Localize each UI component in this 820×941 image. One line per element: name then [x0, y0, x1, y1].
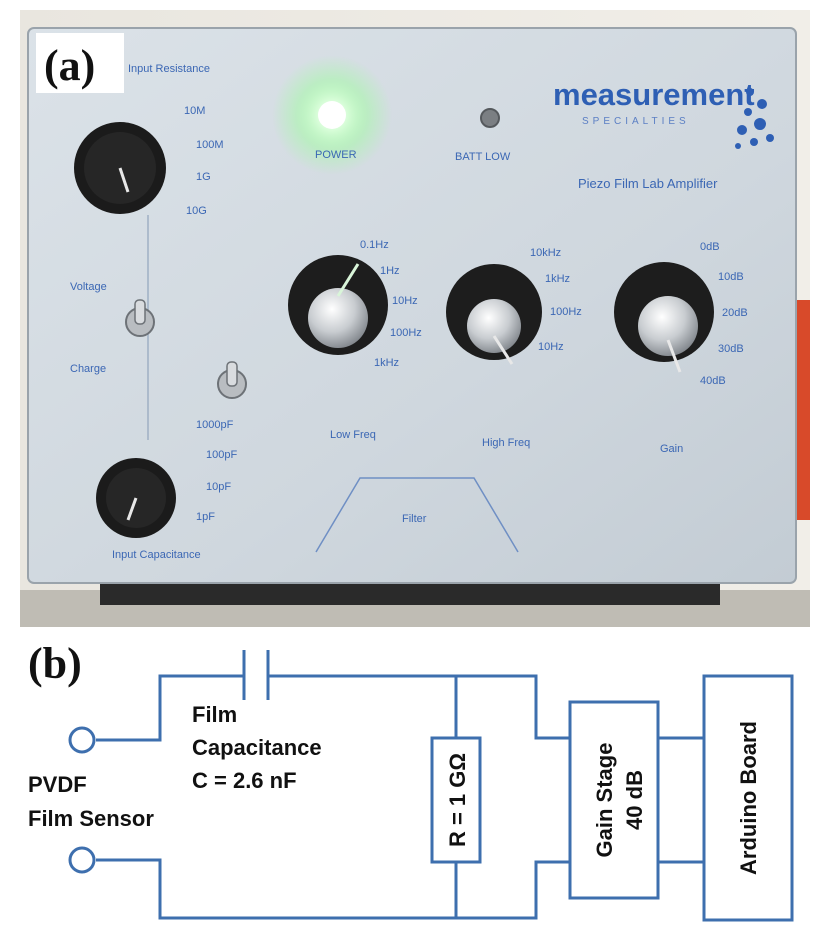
- sensor-label-line1: PVDF: [28, 772, 87, 797]
- low-freq-knob[interactable]: [288, 255, 388, 355]
- device-front-panel: [27, 27, 797, 584]
- brand-subtitle: SPECIALTIES: [582, 116, 690, 127]
- batt-low-led: [480, 108, 500, 128]
- low-freq-labels: 0.1Hz 1Hz 10Hz 100Hz 1kHz: [360, 239, 422, 369]
- knob-label: 100Hz: [390, 327, 422, 339]
- knob-label: 0dB: [700, 241, 720, 253]
- brand-dots-icon: [735, 88, 774, 149]
- knob-label: 10M: [184, 105, 205, 117]
- knob-label: 10pF: [206, 481, 231, 493]
- bottom-left-knob[interactable]: [96, 458, 176, 538]
- knob-label: 100pF: [206, 449, 237, 461]
- knob-label: 1kHz: [374, 357, 399, 369]
- input-capacitance-label: Input Capacitance: [112, 549, 201, 561]
- knob-label: 1kHz: [545, 273, 570, 285]
- top-left-knob[interactable]: [74, 122, 166, 214]
- power-label: POWER: [315, 149, 357, 161]
- gain-stage-label: Gain Stage: [592, 743, 617, 858]
- batt-low-label: BATT LOW: [455, 151, 511, 163]
- knob-label: 40dB: [700, 375, 726, 387]
- switch2-label: Charge: [70, 363, 106, 375]
- filter-label: Filter: [402, 513, 427, 525]
- panel-a-photo: (a) measurement SPECIALTIES Piezo Film L…: [20, 10, 810, 627]
- knob-label: 1G: [196, 171, 211, 183]
- knob-label: 10dB: [718, 271, 744, 283]
- knob-label: 10Hz: [392, 295, 418, 307]
- toggle-switch-2[interactable]: [217, 361, 247, 399]
- panel-a-label: (a): [44, 41, 95, 90]
- resistor-label: R = 1 GΩ: [445, 753, 470, 847]
- knob-label: 0.1Hz: [360, 239, 389, 251]
- terminal-top: [68, 726, 96, 754]
- knob-label: 30dB: [718, 343, 744, 355]
- knob-label: 1Hz: [380, 265, 400, 277]
- wire-top-left: [96, 674, 244, 742]
- gain-knob[interactable]: [614, 262, 714, 373]
- resistor-box: [430, 736, 482, 864]
- power-led: [318, 101, 346, 129]
- low-freq-label: Low Freq: [330, 429, 376, 441]
- knob-label: 10G: [186, 205, 207, 217]
- film-label: Film: [192, 702, 237, 727]
- knob-label: 100Hz: [550, 306, 582, 318]
- arduino-board-label: Arduino Board: [736, 721, 761, 875]
- capacitance-value: C = 2.6 nF: [192, 768, 297, 793]
- switch1-label: Voltage: [70, 281, 107, 293]
- model-name: Piezo Film Lab Amplifier: [578, 176, 718, 191]
- high-freq-label: High Freq: [482, 437, 530, 449]
- panel-b-label: (b): [28, 639, 82, 688]
- panel-b-circuit: (b) R = 1 GΩ Gain Stage 40 dB Arduino Bo…: [28, 639, 794, 922]
- brand-name: measurement: [553, 77, 755, 112]
- sensor-label-line2: Film Sensor: [28, 806, 154, 831]
- filter-trapezoid: [315, 477, 519, 553]
- knob-label: 1pF: [196, 511, 215, 523]
- terminal-bottom: [68, 846, 96, 874]
- high-freq-knob[interactable]: [446, 264, 542, 365]
- arduino-board-box: [702, 674, 794, 922]
- gain-stage-value: 40 dB: [622, 770, 647, 830]
- wire-bottom: [96, 858, 570, 920]
- capacitance-label: Capacitance: [192, 735, 322, 760]
- bottom-left-knob-labels: 1000pF 100pF 10pF 1pF: [196, 419, 237, 523]
- knob-label: 10kHz: [530, 247, 561, 259]
- high-freq-labels: 10kHz 1kHz 100Hz 10Hz: [530, 247, 582, 353]
- knob-label: 1000pF: [196, 419, 234, 431]
- panel-a-label-box: [36, 33, 124, 93]
- gain-stage-box: [568, 700, 660, 900]
- gain-labels: 0dB 10dB 20dB 30dB 40dB: [700, 241, 748, 387]
- top-left-knob-labels: 10M 100M 1G 10G: [184, 105, 224, 217]
- knob-label: 10Hz: [538, 341, 564, 353]
- toggle-switch-1[interactable]: [125, 299, 155, 337]
- knob-label: 20dB: [722, 307, 748, 319]
- input-resistance-label: Input Resistance: [128, 63, 210, 75]
- knob-label: 100M: [196, 139, 224, 151]
- wire-top-right: [268, 674, 570, 740]
- gain-section-label: Gain: [660, 443, 683, 455]
